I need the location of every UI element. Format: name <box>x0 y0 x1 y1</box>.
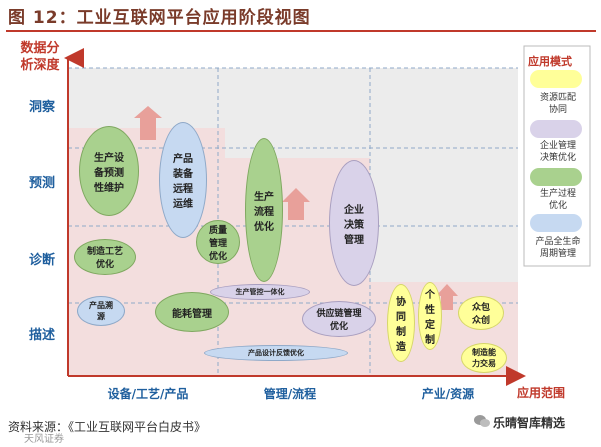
y-axis-title: 数据分 析深度 <box>14 40 66 74</box>
bubble-mfg-capacity: 制造能力交易 <box>461 343 507 373</box>
y-level-predict: 预测 <box>28 176 55 191</box>
bubble-product-remote: 产品装备远程运维 <box>159 122 207 238</box>
wechat-icon <box>474 415 490 427</box>
bubble-crowdsourcing: 众包众创 <box>458 296 504 330</box>
figure-title: 图 12：工业互联网平台应用阶段视图 <box>8 8 311 28</box>
legend-label-resource-2: 协同 <box>548 105 567 115</box>
y-level-insight: 洞察 <box>28 100 55 115</box>
x-category-management: 管理/流程 <box>263 387 317 401</box>
legend-swatch-lifecycle <box>530 214 582 232</box>
bubble-collab-mfg: 协同制造 <box>387 284 415 362</box>
x-category-equipment: 设备/工艺/产品 <box>107 387 189 401</box>
bubble-energy-mgmt: 能耗管理 <box>155 292 229 332</box>
legend-label-enterprise-2: 决策优化 <box>539 153 576 163</box>
bubble-customization: 个性定制 <box>418 282 442 350</box>
bubble-product-design: 产品设计反馈优化 <box>204 345 348 361</box>
bubble-enterprise-decision: 企业决策管理 <box>329 160 379 286</box>
legend-label-enterprise: 企业管理 决策优化 <box>530 140 586 164</box>
bubble-equipment-predictive: 生产设备预测性维护 <box>79 126 139 216</box>
watermark: 天风证券 <box>24 434 64 445</box>
legend-label-production: 生产过程 优化 <box>530 188 586 212</box>
bubble-quality-mgmt: 质量管理优化 <box>196 220 240 264</box>
legend-label-production-1: 生产过程 <box>539 189 576 199</box>
legend-swatch-resource <box>530 70 582 88</box>
legend-label-resource-1: 资源匹配 <box>539 93 576 103</box>
x-category-industry: 产业/资源 <box>421 387 475 401</box>
bubble-craft-opt: 制造工艺优化 <box>74 239 136 275</box>
brand-label: 乐晴智库精选 <box>493 416 566 430</box>
y-axis-title-line1: 数据分 <box>20 41 60 56</box>
x-axis-title: 应用范围 <box>517 386 566 400</box>
up-arrow-2 <box>282 188 310 220</box>
legend-swatch-enterprise <box>530 120 582 138</box>
legend-label-lifecycle: 产品全生命 周期管理 <box>530 236 586 260</box>
bubble-process-opt: 生产流程优化 <box>245 138 283 282</box>
y-level-describe: 描述 <box>28 328 55 343</box>
legend-label-production-2: 优化 <box>548 201 567 211</box>
legend-label-lifecycle-2: 周期管理 <box>539 249 576 259</box>
bubble-supply-chain: 供应链管理优化 <box>302 301 376 337</box>
legend-swatch-production <box>530 168 582 186</box>
title-rule <box>6 30 596 32</box>
legend-label-lifecycle-1: 产品全生命 <box>535 237 581 247</box>
legend-label-resource: 资源匹配 协同 <box>530 92 586 116</box>
bubble-production-control: 生产管控一体化 <box>210 284 310 300</box>
legend-title: 应用模式 <box>528 55 572 68</box>
up-arrow-3 <box>436 284 458 310</box>
bubble-product-trace: 产品溯源 <box>77 296 125 326</box>
source-note: 资料来源：《工业互联网平台白皮书》 <box>8 420 207 434</box>
up-arrow-1 <box>134 106 162 140</box>
y-level-diagnose: 诊断 <box>28 253 55 268</box>
legend-label-enterprise-1: 企业管理 <box>539 141 576 151</box>
y-axis-title-line2: 析深度 <box>20 58 60 73</box>
